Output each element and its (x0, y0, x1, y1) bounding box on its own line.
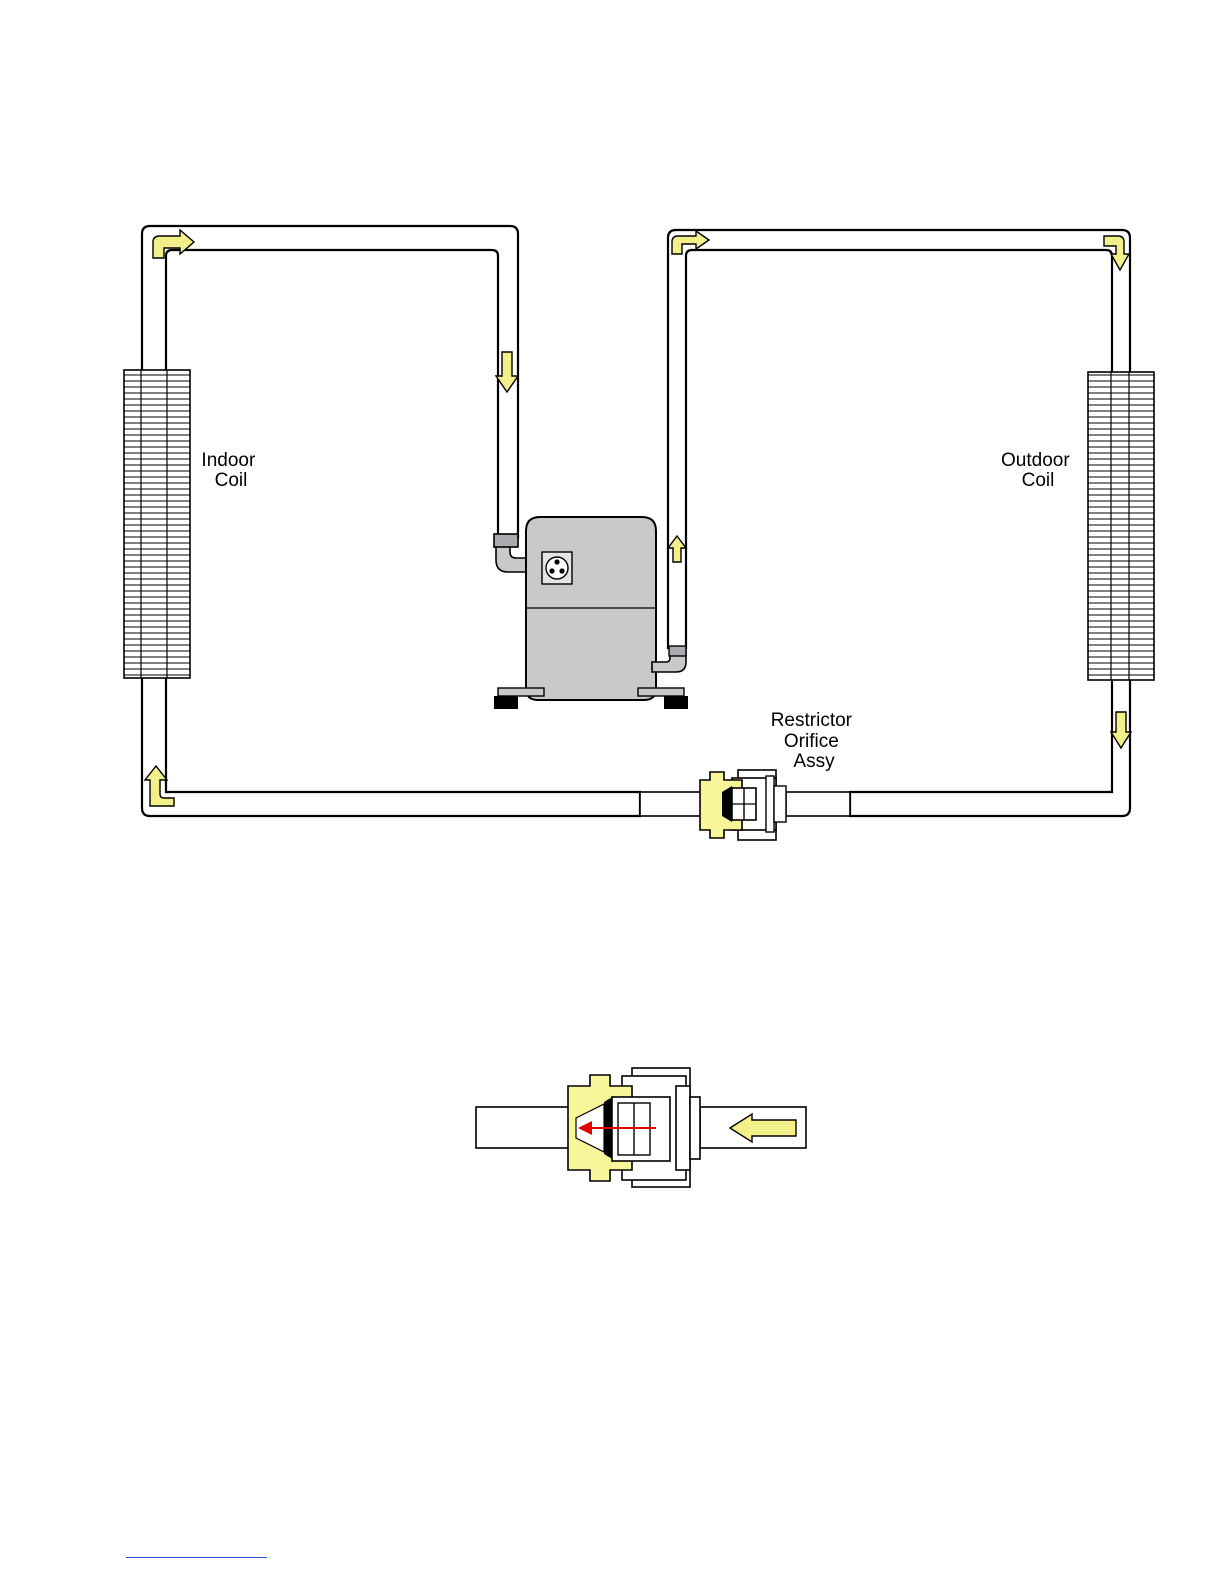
outdoor-coil-label: Outdoor Coil (1001, 450, 1075, 491)
flow-direction-arrow-icon (1104, 236, 1129, 270)
flow-direction-arrow-icon (145, 766, 174, 806)
indoor-coil-label-line-2: Coil (215, 470, 248, 491)
compressor (494, 517, 688, 709)
outdoor-coil-label-line-2: Coil (1022, 470, 1055, 491)
restrictor-label-line-2: Orifice (784, 731, 839, 752)
restrictor-orifice-assy-inline (640, 770, 850, 840)
footer-rule (126, 1557, 267, 1558)
restrictor-label-line-1: Restrictor (771, 710, 853, 731)
outdoor-loop-pipe (668, 230, 1130, 816)
flow-direction-arrow-icon (1111, 712, 1131, 748)
terminal-plug-icon (542, 552, 572, 584)
restrictor-label-line-3: Assy (793, 751, 835, 772)
outdoor-coil (1088, 372, 1154, 680)
flow-direction-arrow-icon (496, 352, 518, 392)
outdoor-coil-label-line-1: Outdoor (1001, 450, 1070, 471)
flow-direction-arrow-icon (668, 536, 686, 562)
indoor-coil (124, 370, 190, 678)
indoor-coil-label: Indoor Coil (201, 450, 260, 491)
restrictor-orifice-label: Restrictor Orifice Assy (771, 710, 858, 772)
indoor-coil-label-line-1: Indoor (201, 450, 256, 471)
flow-direction-arrow-icon (153, 230, 194, 258)
